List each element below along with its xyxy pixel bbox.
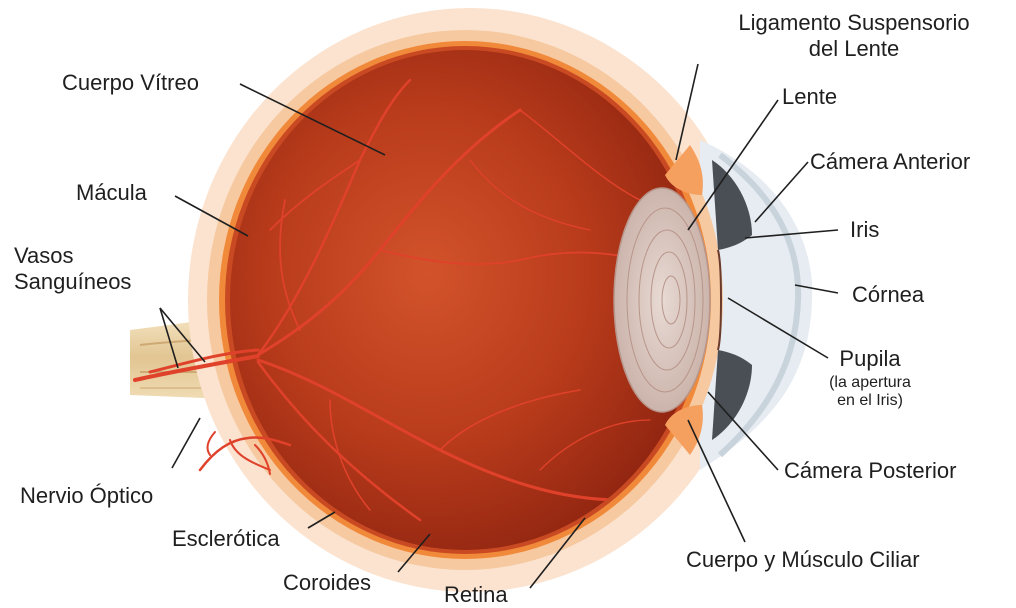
label-ligamento-line1: Ligamento Suspensorio — [704, 10, 1004, 36]
label-retina: Retina — [444, 582, 508, 608]
label-esclerotica: Esclerótica — [172, 526, 280, 552]
label-ligamento-line2: del Lente — [704, 36, 1004, 62]
label-coroides: Coroides — [283, 570, 371, 596]
label-cuerpo-musculo-ciliar: Cuerpo y Músculo Ciliar — [686, 547, 920, 573]
label-pupila-sub2: en el Iris) — [800, 392, 940, 410]
lens — [614, 188, 710, 412]
label-iris: Iris — [850, 217, 879, 243]
label-cornea: Córnea — [852, 282, 924, 308]
label-vasos-line1: Vasos — [14, 243, 74, 269]
label-pupila-sub1: (la apertura — [800, 374, 940, 392]
label-lente: Lente — [782, 84, 837, 110]
label-nervio-optico: Nervio Óptico — [20, 483, 153, 509]
label-vasos-line2: Sanguíneos — [14, 269, 131, 295]
label-pupila: Pupila — [800, 346, 940, 372]
label-camara-anterior: Cámera Anterior — [810, 149, 970, 175]
label-macula: Mácula — [76, 180, 147, 206]
label-cuerpo-vitreo: Cuerpo Vítreo — [62, 70, 199, 96]
label-camara-posterior: Cámera Posterior — [784, 458, 956, 484]
